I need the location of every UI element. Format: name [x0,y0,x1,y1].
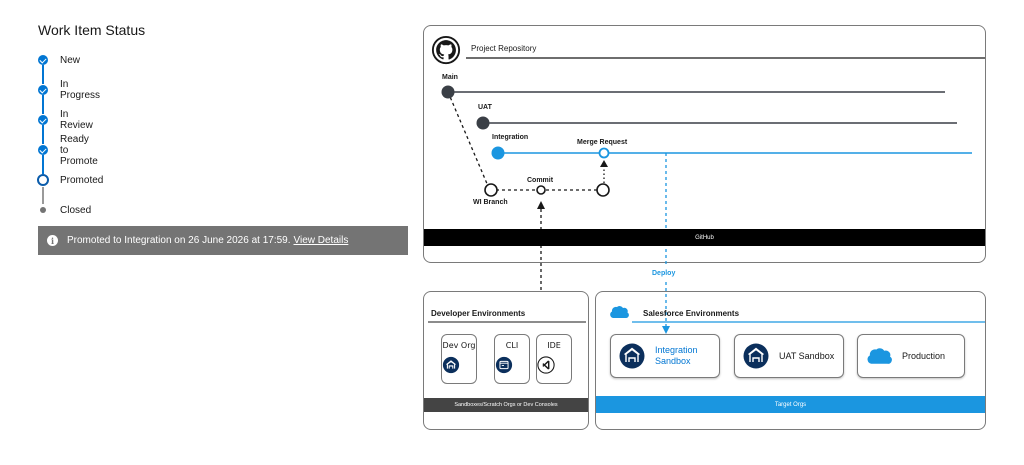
current-step-icon [37,174,49,186]
dev-org-label: Dev Org [442,341,476,350]
env-label-line2: Sandbox [655,356,691,366]
step-label: In Progress [60,79,101,101]
step-closed: Closed [38,202,91,218]
pending-step-icon [40,207,46,213]
integration-sandbox-label: Integration Sandbox [655,345,698,367]
uat-node [476,116,490,130]
step-connector [42,155,44,174]
step-connector [42,187,44,204]
main-node [441,85,455,99]
info-icon: i [47,235,58,246]
integration-node [491,146,505,160]
check-icon [38,145,48,155]
check-icon [38,55,48,65]
uat-sandbox-card: UAT Sandbox [734,334,844,378]
env-label-line1: Integration [655,345,698,355]
production-card: Production [857,334,965,378]
integration-branch-label: Integration [492,134,529,141]
commit-node [536,185,546,195]
merge-request-node [598,147,610,159]
production-label: Production [902,350,946,361]
step-ready-to-promote: Ready to Promote [38,134,98,167]
step-label: New [60,54,81,66]
main-branch-label: Main [442,74,458,81]
step-label: Closed [60,204,92,216]
org-icon [442,356,460,374]
github-footer: GitHub [424,229,985,246]
toast-message: Promoted to Integration on 26 June 2026 … [67,235,291,246]
vscode-icon [537,356,555,374]
step-promoted: Promoted [37,172,104,188]
step-connector [42,65,44,84]
step-label: Promoted [60,174,104,186]
status-title: Work Item Status [38,22,146,38]
step-connector [42,95,44,114]
promotion-toast: i Promoted to Integration on 26 June 202… [38,226,408,255]
wi-branch-node [484,183,498,197]
wi-branch-label: WI Branch [473,199,508,206]
merge-request-label: Merge Request [577,139,628,146]
salesforce-environments-footer: Target Orgs [596,396,985,413]
deploy-label: Deploy [652,270,676,277]
ide-card: IDE [536,334,572,384]
cli-card: CLI [494,334,530,384]
step-label: In Review [60,109,93,131]
salesforce-cloud-icon [867,348,892,364]
uat-branch-label: UAT [478,104,492,111]
ide-label: IDE [547,341,561,350]
sandbox-icon [743,343,769,369]
check-icon [38,115,48,125]
uat-sandbox-label: UAT Sandbox [779,350,835,361]
check-icon [38,85,48,95]
view-details-link[interactable]: View Details [293,235,349,246]
step-label: Ready to Promote [60,133,98,167]
salesforce-environments-title: Salesforce Environments [643,309,740,318]
developer-environments-title: Developer Environments [431,309,526,318]
step-new: New [38,52,80,68]
terminal-icon [495,356,513,374]
project-repository-box [423,25,986,263]
step-in-progress: In Progress [38,79,101,101]
sandbox-icon [619,343,645,369]
integration-sandbox-card: Integration Sandbox [610,334,720,378]
salesforce-cloud-icon [610,306,629,319]
step-connector [42,125,44,144]
repository-title: Project Repository [471,44,537,53]
github-icon [431,35,461,65]
commit-label: Commit [527,177,554,184]
wi-branch-end-node [596,183,610,197]
developer-environments-footer: Sandboxes/Scratch Orgs or Dev Consoles [424,398,588,412]
dev-org-card: Dev Org [441,334,477,384]
cli-label: CLI [505,341,519,350]
step-in-review: In Review [38,109,93,131]
